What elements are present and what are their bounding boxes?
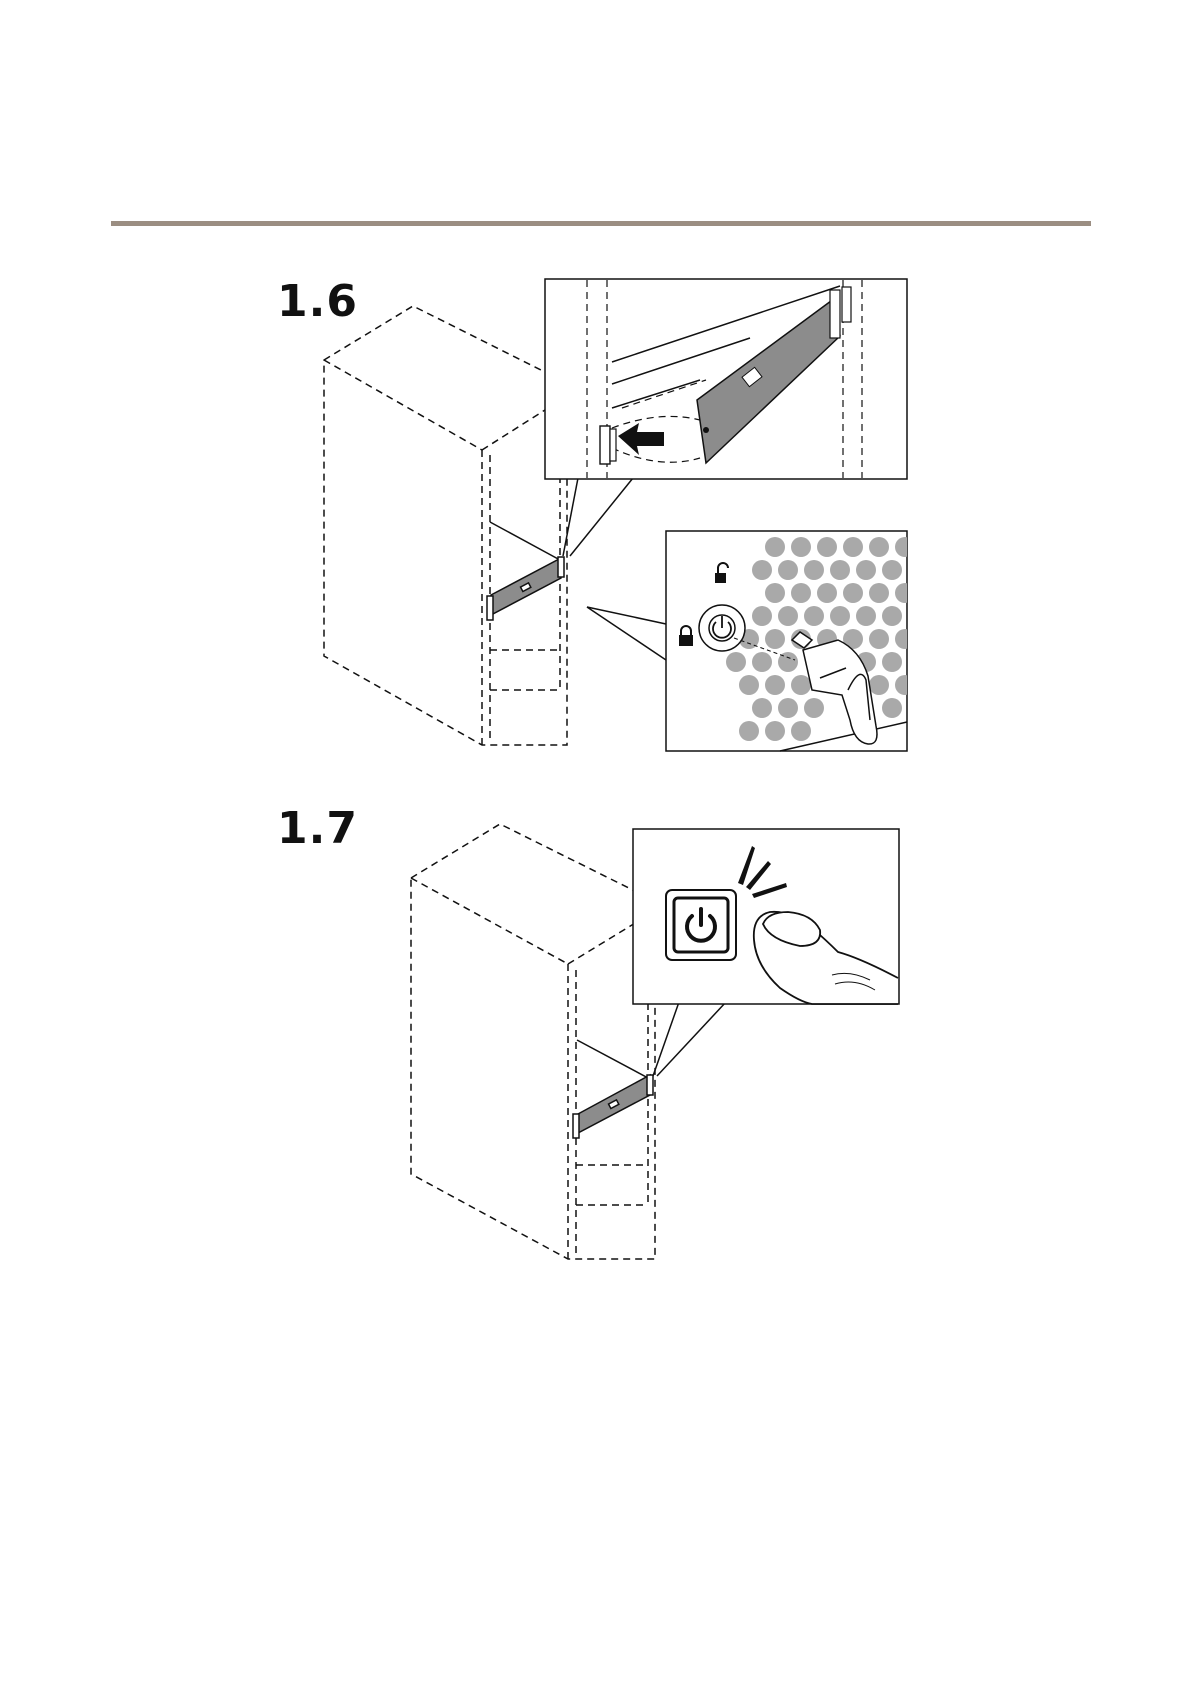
rack-unit-1-6 — [487, 522, 564, 620]
rack-cabinet-1-6 — [324, 306, 567, 745]
power-button-detail-panel — [633, 829, 899, 1004]
rack-cabinet-1-7 — [411, 824, 655, 1259]
callout-pointers-1-6 — [563, 478, 666, 660]
power-button — [666, 890, 736, 960]
bezel-insert-detail-panel — [545, 279, 907, 479]
callout-pointers-1-7 — [653, 1002, 726, 1076]
key-lock-detail-panel — [666, 531, 915, 751]
rack-unit-1-7 — [573, 1040, 653, 1138]
vent-dot-pattern — [726, 537, 915, 741]
